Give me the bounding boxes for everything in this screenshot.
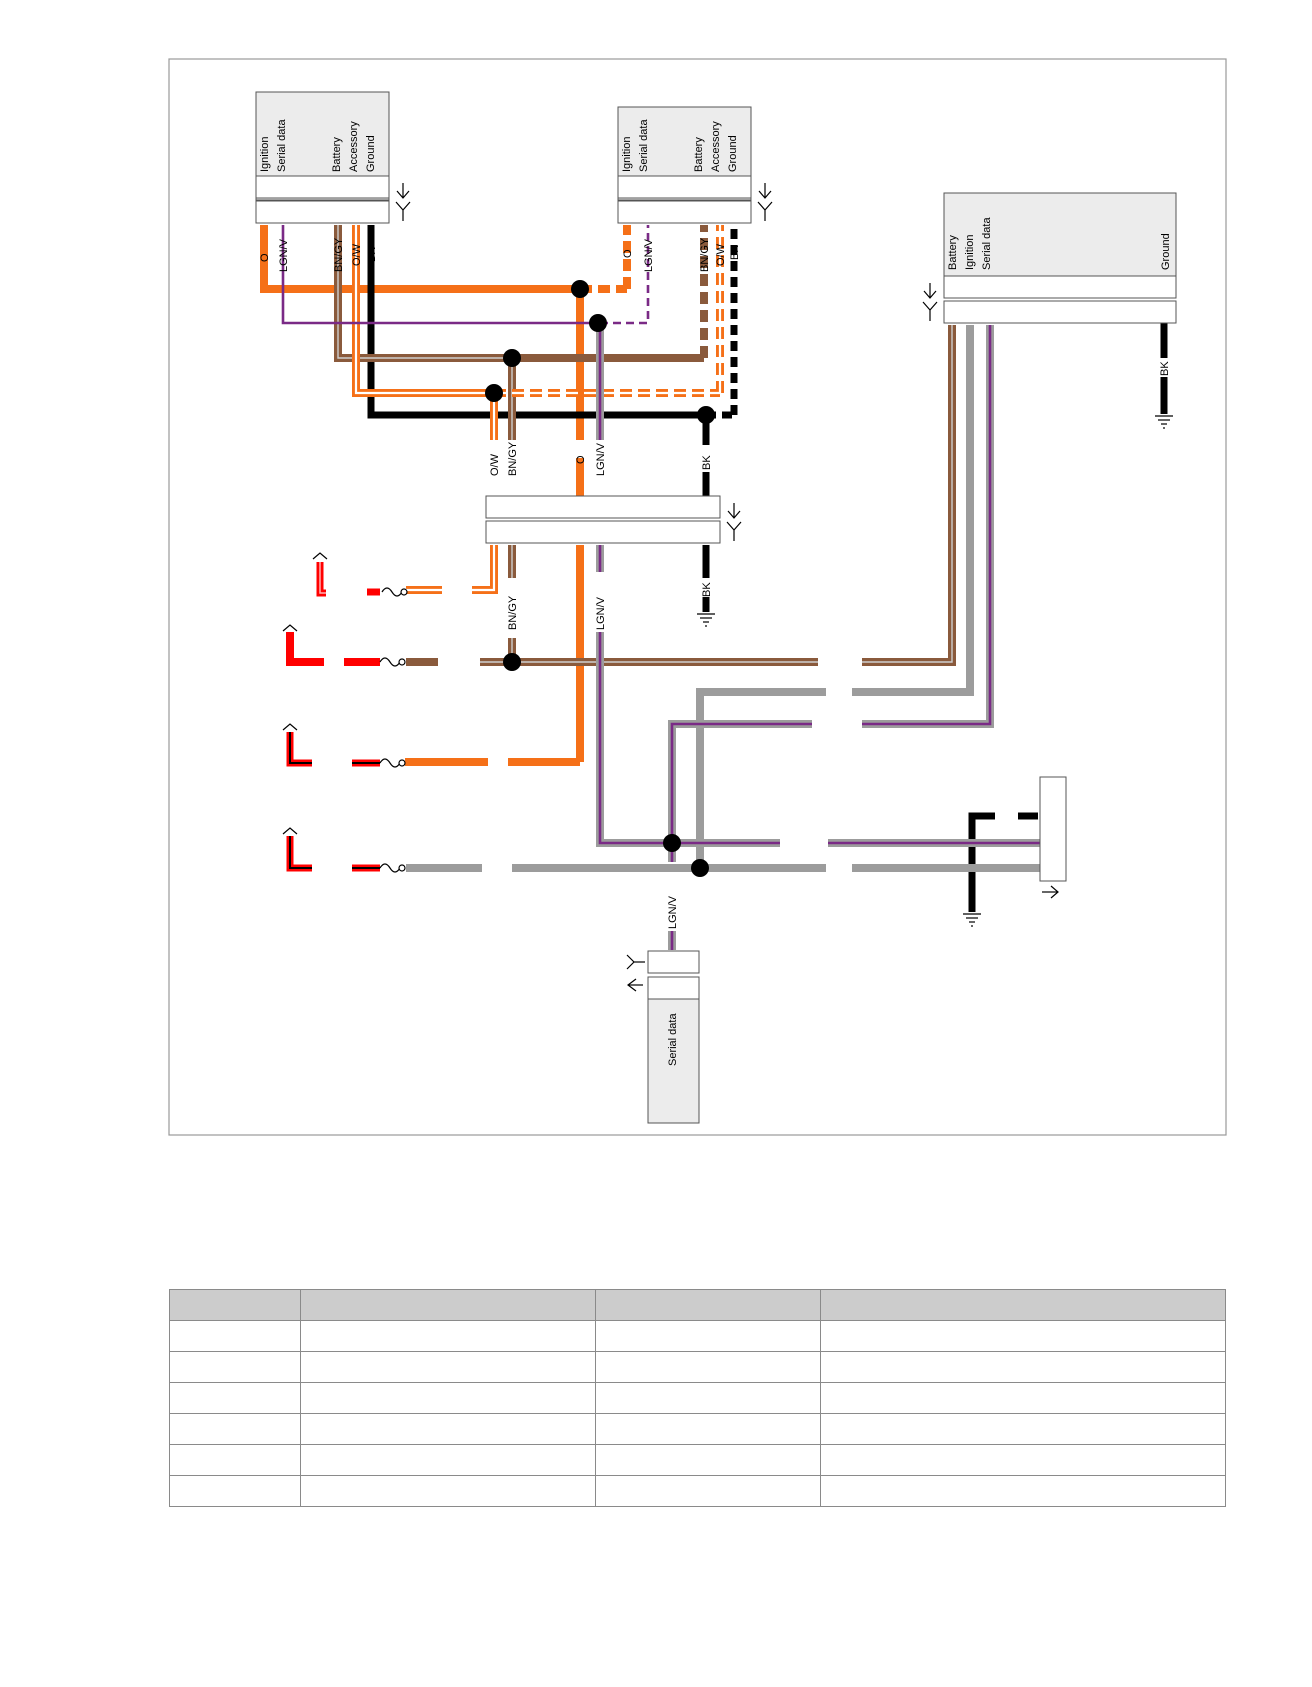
legend-table bbox=[169, 1289, 1226, 1507]
connector-c-pin-ground: Ground bbox=[1160, 233, 1172, 270]
connector-c: Battery Ignition Serial data Ground bbox=[922, 192, 1177, 324]
table-row bbox=[169, 1444, 1226, 1476]
table-cell bbox=[595, 1444, 821, 1476]
table-cell bbox=[820, 1413, 1226, 1445]
right-device bbox=[1039, 776, 1067, 899]
label-ow-a: O/W bbox=[351, 243, 363, 266]
table-cell bbox=[169, 1351, 301, 1383]
table-row bbox=[169, 1475, 1226, 1507]
label-bngy-b: BN/GY bbox=[699, 237, 711, 272]
table-cell bbox=[300, 1444, 596, 1476]
fused-feeds bbox=[282, 552, 380, 872]
label-o-b: O bbox=[622, 249, 634, 258]
label-o-mid: O bbox=[575, 455, 587, 464]
wire-bngy bbox=[334, 225, 956, 666]
inline-connector bbox=[485, 495, 742, 544]
table-cell bbox=[169, 1444, 301, 1476]
label-ow-b: O/W bbox=[715, 243, 727, 266]
table-cell bbox=[300, 1351, 596, 1383]
label-bngy-low: BN/GY bbox=[507, 595, 519, 630]
table-cell bbox=[169, 1475, 301, 1507]
legend-header-row bbox=[169, 1289, 1226, 1321]
label-lgnv-a: LGN/V bbox=[278, 238, 290, 272]
wire-lgnv bbox=[281, 225, 1040, 950]
table-cell bbox=[169, 1413, 301, 1445]
table-cell bbox=[595, 1413, 821, 1445]
splice-points bbox=[485, 280, 715, 877]
label-lgnv-b: LGN/V bbox=[643, 238, 655, 272]
connector-a-pin-ignition: Ignition bbox=[259, 137, 271, 172]
connector-a-pin-battery: Battery bbox=[331, 137, 343, 172]
legend-header-cell bbox=[595, 1289, 821, 1321]
label-bk-low: BK bbox=[701, 582, 713, 597]
connector-b-pin-accessory: Accessory bbox=[710, 121, 722, 172]
label-ow-mid: O/W bbox=[489, 453, 501, 476]
wire-grey bbox=[406, 325, 1040, 872]
label-bk-mid: BK bbox=[701, 455, 713, 470]
table-cell bbox=[300, 1320, 596, 1352]
connector-b-pin-ignition: Ignition bbox=[621, 137, 633, 172]
label-bngy-a: BN/GY bbox=[333, 237, 345, 272]
label-bngy-mid: BN/GY bbox=[507, 441, 519, 476]
table-cell bbox=[300, 1475, 596, 1507]
table-cell bbox=[820, 1382, 1226, 1414]
ground-symbols bbox=[697, 415, 1173, 927]
label-lgnv-mid: LGN/V bbox=[595, 442, 607, 476]
table-cell bbox=[595, 1382, 821, 1414]
connector-d-pin-serial-data: Serial data bbox=[667, 1013, 679, 1066]
connector-d: Serial data bbox=[626, 950, 700, 1124]
connector-a-pin-accessory: Accessory bbox=[348, 121, 360, 172]
table-cell bbox=[820, 1320, 1226, 1352]
fuse-symbols bbox=[379, 587, 408, 873]
connector-b-pin-battery: Battery bbox=[693, 137, 705, 172]
connector-a: Ignition Serial data Battery Accessory G… bbox=[255, 91, 411, 224]
table-cell bbox=[595, 1320, 821, 1352]
connector-b-pin-ground: Ground bbox=[727, 135, 739, 172]
table-cell bbox=[595, 1475, 821, 1507]
label-bk-b: BK bbox=[729, 245, 741, 260]
label-bk-c: BK bbox=[1159, 361, 1171, 376]
label-o-a: O bbox=[259, 253, 271, 262]
label-lgnv-low: LGN/V bbox=[595, 596, 607, 630]
legend-header-cell bbox=[169, 1289, 301, 1321]
table-cell bbox=[595, 1351, 821, 1383]
table-row bbox=[169, 1382, 1226, 1414]
table-cell bbox=[300, 1413, 596, 1445]
table-cell bbox=[169, 1320, 301, 1352]
connector-a-pin-ground: Ground bbox=[365, 135, 377, 172]
table-cell bbox=[169, 1382, 301, 1414]
table-cell bbox=[300, 1382, 596, 1414]
legend-header-cell bbox=[820, 1289, 1226, 1321]
table-cell bbox=[820, 1475, 1226, 1507]
connector-c-pin-serial-data: Serial data bbox=[981, 217, 993, 270]
connector-c-pin-battery: Battery bbox=[947, 235, 959, 270]
connector-b-pin-serial-data: Serial data bbox=[638, 119, 650, 172]
connector-a-pin-serial-data: Serial data bbox=[276, 119, 288, 172]
table-row bbox=[169, 1351, 1226, 1383]
connector-b: Ignition Serial data Battery Accessory G… bbox=[617, 106, 773, 224]
wire-labels: O LGN/V BN/GY O/W BK O LGN/V BN/GY O/W B… bbox=[259, 237, 1171, 929]
table-row bbox=[169, 1320, 1226, 1352]
label-bk-a: BK bbox=[366, 247, 378, 262]
label-lgnv-bottom: LGN/V bbox=[667, 895, 679, 929]
connector-c-pin-ignition: Ignition bbox=[964, 235, 976, 270]
table-cell bbox=[820, 1444, 1226, 1476]
table-cell bbox=[820, 1351, 1226, 1383]
table-row bbox=[169, 1413, 1226, 1445]
legend-header-cell bbox=[300, 1289, 596, 1321]
